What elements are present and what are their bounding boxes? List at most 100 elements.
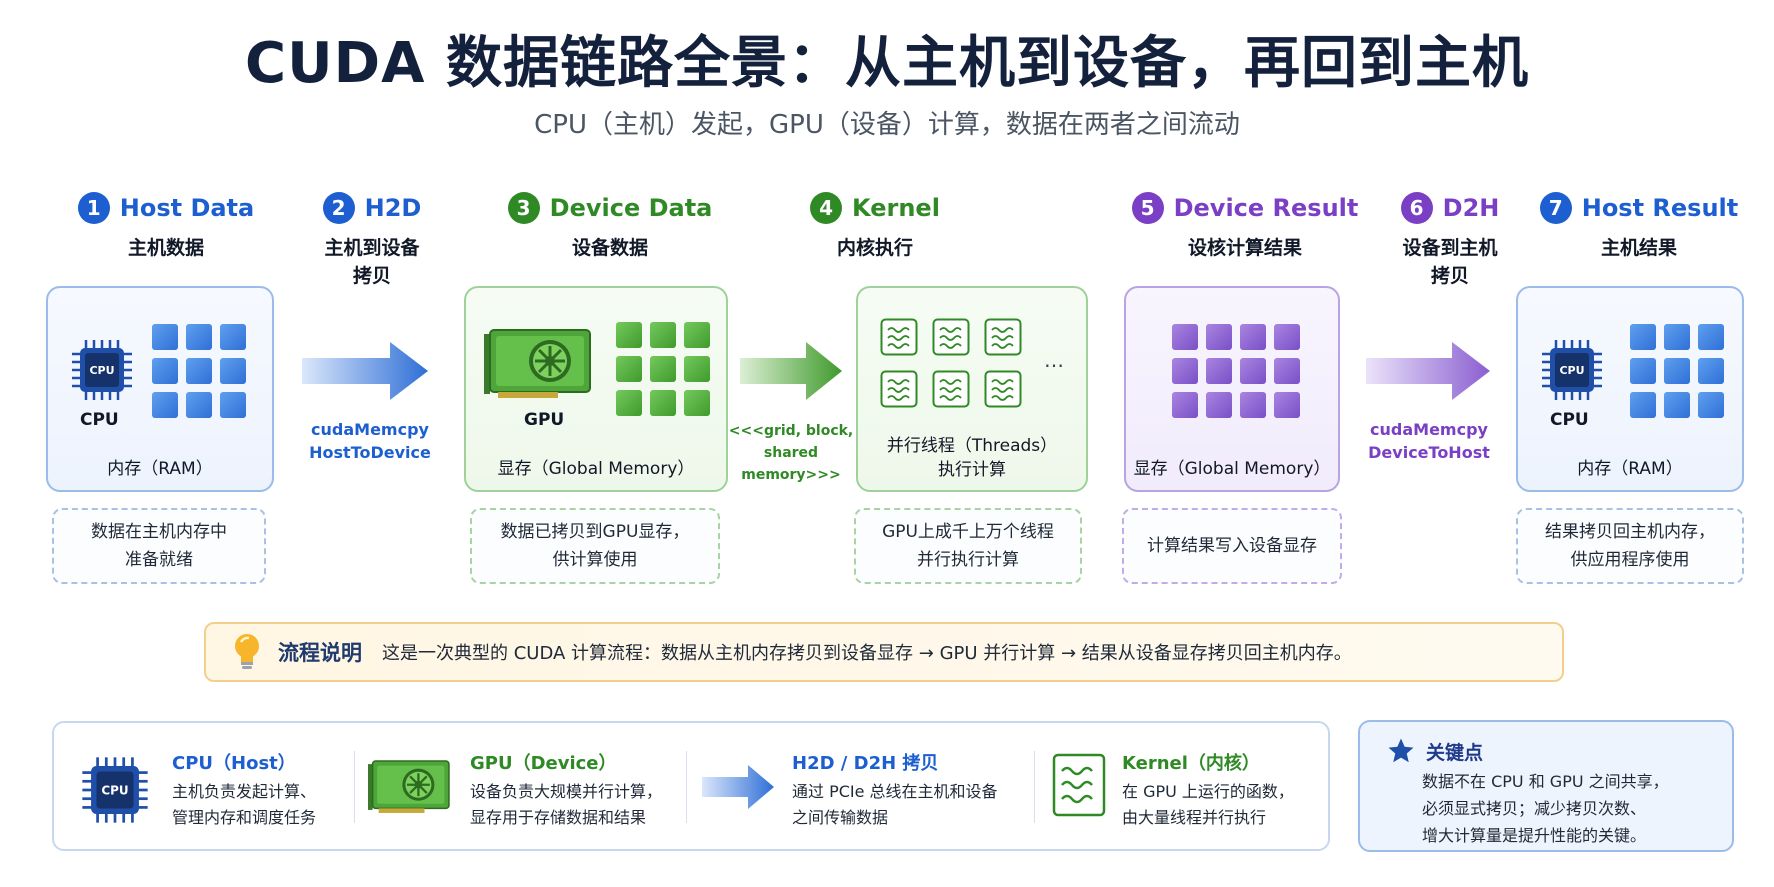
step-title: Host Data	[119, 194, 255, 222]
step-h2d: 2 H2D 主机到设备 拷贝	[282, 192, 462, 290]
step-title: Device Data	[549, 194, 713, 222]
kernel-wave-icon	[1052, 753, 1106, 817]
step-title: Kernel	[852, 194, 940, 222]
more-threads-ellipsis: …	[1044, 348, 1064, 372]
step-subtitle: 主机数据	[127, 237, 204, 259]
step-device-data: 3 Device Data 设备数据	[490, 192, 730, 262]
note-host-result: 结果拷贝回主机内存， 供应用程序使用	[1516, 508, 1744, 584]
thread-icon	[984, 370, 1022, 408]
note-device-data: 数据已拷贝到GPU显存， 供计算使用	[470, 508, 720, 584]
step-d2h: 6 D2H 设备到主机 拷贝	[1360, 192, 1540, 290]
gpu-card-icon	[484, 329, 591, 398]
host-result-memory-label: 内存（RAM）	[1577, 459, 1683, 479]
page-subtitle: CPU（主机）发起，GPU（设备）计算，数据在两者之间流动	[534, 110, 1240, 140]
cpu-chip-text: CPU	[89, 364, 114, 377]
step-title: H2D	[364, 194, 422, 222]
h2d-arrow-icon	[302, 342, 428, 400]
d2h-arrow-icon	[1366, 342, 1490, 400]
step-number: 1	[77, 192, 110, 224]
step-title: Host Result	[1581, 194, 1739, 222]
step-subtitle: 主机到设备 拷贝	[324, 237, 420, 287]
cpu-chip-icon: CPU	[82, 757, 148, 823]
host-data-panel: CPU CPU 内存（RAM）	[46, 286, 274, 492]
step-subtitle: 设备到主机 拷贝	[1402, 237, 1498, 287]
legend-divider	[354, 751, 355, 823]
host-memory-grid	[152, 324, 246, 418]
device-memory-grid	[616, 322, 710, 416]
threads-label: 并行线程（Threads） 执行计算	[886, 436, 1058, 480]
kernel-arrow-icon	[740, 342, 842, 400]
step-number: 4	[810, 192, 843, 224]
legend-title: H2D / D2H 拷贝	[792, 753, 939, 774]
host-result-memory-grid	[1630, 324, 1724, 418]
kernel-panel: … 并行线程（Threads） 执行计算	[856, 286, 1088, 492]
page-title: CUDA 数据链路全景：从主机到设备，再回到主机	[245, 31, 1529, 96]
cpu-chip-icon: CPU	[72, 340, 132, 400]
step-number: 7	[1539, 192, 1572, 224]
legend-desc: 在 GPU 上运行的函数， 由大量线程并行执行	[1122, 782, 1294, 827]
thread-icon	[984, 318, 1022, 356]
star-icon	[1388, 738, 1414, 763]
step-subtitle: 设核计算结果	[1187, 237, 1302, 259]
key-point-panel: 关键点 数据不在 CPU 和 GPU 之间共享， 必须显式拷贝；减少拷贝次数、 …	[1358, 720, 1734, 852]
step-kernel: 4 Kernel 内核执行	[770, 192, 980, 262]
note-device-result: 计算结果写入设备显存	[1122, 508, 1342, 584]
h2d-arrow-label: cudaMemcpy HostToDevice	[309, 420, 431, 462]
result-memory-label: 显存（Global Memory）	[1133, 459, 1331, 479]
kernel-launch-label: <<<grid, block, shared memory>>>	[728, 423, 854, 483]
note-kernel: GPU上成千上万个线程 并行执行计算	[854, 508, 1082, 584]
cpu-chip-text: CPU	[101, 783, 128, 797]
step-subtitle: 设备数据	[571, 237, 648, 259]
thread-icon	[932, 370, 970, 408]
cpu-label: CPU	[80, 410, 119, 430]
flow-title: 流程说明	[278, 641, 362, 665]
copy-arrow-icon	[702, 765, 774, 809]
flow-explanation: 流程说明 这是一次典型的 CUDA 计算流程：数据从主机内存拷贝到设备显存 → …	[204, 622, 1564, 682]
device-data-panel: GPU 显存（Global Memory）	[464, 286, 728, 492]
step-subtitle: 主机结果	[1600, 237, 1677, 259]
step-host-result: 7 Host Result 主机结果	[1524, 192, 1754, 262]
legend-title: GPU（Device）	[470, 753, 617, 774]
step-host-data: 1 Host Data 主机数据	[56, 192, 276, 262]
step-title: Device Result	[1173, 194, 1359, 222]
host-memory-label: 内存（RAM）	[107, 459, 213, 479]
gpu-card-icon	[368, 760, 450, 813]
legend-divider	[1034, 751, 1035, 823]
thread-grid	[880, 318, 1040, 428]
legend-panel: CPU CPU（Host） 主机负责发起计算、 管理内存和调度任务 GPU（De…	[52, 721, 1330, 851]
key-point-desc: 数据不在 CPU 和 GPU 之间共享， 必须显式拷贝；减少拷贝次数、 增大计算…	[1422, 772, 1669, 845]
thread-icon	[880, 370, 918, 408]
d2h-arrow-label: cudaMemcpy DeviceToHost	[1368, 420, 1490, 462]
cpu-chip-text: CPU	[1559, 364, 1584, 377]
legend-item-gpu: GPU（Device） 设备负责大规模并行计算， 显存用于存储数据和结果	[354, 723, 684, 849]
step-number: 6	[1400, 192, 1433, 224]
lightbulb-icon	[235, 634, 259, 669]
thread-icon	[880, 318, 918, 356]
legend-divider	[686, 751, 687, 823]
step-title: D2H	[1442, 194, 1500, 222]
legend-title: CPU（Host）	[172, 753, 296, 774]
flow-text: 这是一次典型的 CUDA 计算流程：数据从主机内存拷贝到设备显存 → GPU 并…	[382, 643, 1352, 664]
step-device-result: 5 Device Result 设核计算结果	[1110, 192, 1380, 262]
legend-item-kernel: Kernel（内核） 在 GPU 上运行的函数， 由大量线程并行执行	[1034, 723, 1330, 849]
step-number: 5	[1131, 192, 1164, 224]
cpu-label: CPU	[1550, 410, 1589, 430]
device-result-panel: 显存（Global Memory）	[1124, 286, 1340, 492]
step-number: 2	[322, 192, 355, 224]
cpu-chip-icon: CPU	[1542, 340, 1602, 400]
legend-desc: 设备负责大规模并行计算， 显存用于存储数据和结果	[470, 782, 663, 827]
host-result-panel: CPU CPU 内存（RAM）	[1516, 286, 1744, 492]
result-memory-grid	[1172, 324, 1300, 418]
device-memory-label: 显存（Global Memory）	[497, 459, 695, 479]
key-point-title: 关键点	[1426, 742, 1484, 764]
step-number: 3	[507, 192, 540, 224]
legend-item-copy: H2D / D2H 拷贝 通过 PCIe 总线在主机和设备 之间传输数据	[686, 723, 1016, 849]
thread-icon	[932, 318, 970, 356]
legend-item-cpu: CPU CPU（Host） 主机负责发起计算、 管理内存和调度任务	[54, 723, 354, 849]
step-subtitle: 内核执行	[836, 237, 913, 259]
legend-desc: 主机负责发起计算、 管理内存和调度任务	[172, 782, 317, 827]
legend-title: Kernel（内核）	[1122, 753, 1260, 774]
note-host-data: 数据在主机内存中 准备就绪	[52, 508, 266, 584]
legend-desc: 通过 PCIe 总线在主机和设备 之间传输数据	[792, 782, 998, 827]
gpu-label: GPU	[524, 410, 565, 430]
